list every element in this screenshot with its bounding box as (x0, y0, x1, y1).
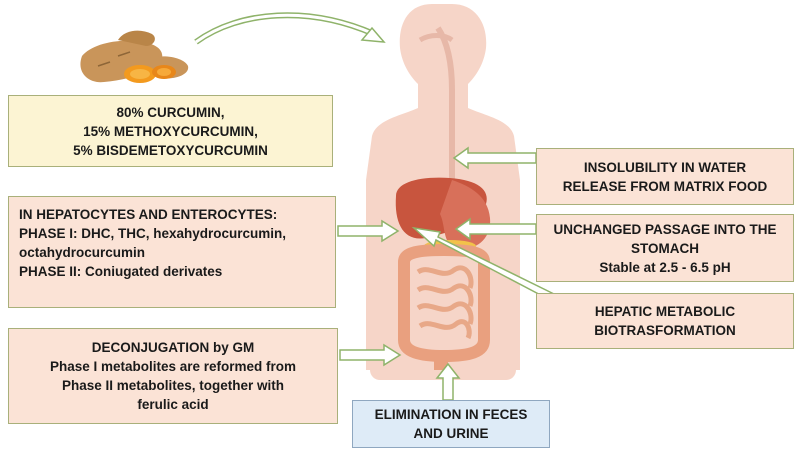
small-intestine (416, 265, 474, 340)
stomach-line-1: UNCHANGED PASSAGE INTO THE (553, 221, 777, 237)
deconjugation-arrow (339, 343, 402, 367)
deconjugation-line-1: DECONJUGATION by GM (91, 340, 255, 355)
composition-box: 80% CURCUMIN, 15% METHOXYCURCUMIN, 5% BI… (8, 95, 333, 167)
stomach-arrow (454, 217, 537, 241)
stomach-line-3: Stable at 2.5 - 6.5 pH (599, 259, 731, 275)
hepatic-arrow (411, 226, 556, 301)
hepatocytes-box: IN HEPATOCYTES AND ENTEROCYTES: PHASE I:… (8, 196, 336, 308)
deconjugation-line-4: ferulic acid (137, 397, 209, 412)
elimination-line-1: ELIMINATION IN FECES (374, 407, 528, 422)
human-digestive-system-icon (366, 4, 520, 380)
insolubility-line-2: RELEASE FROM MATRIX FOOD (562, 178, 768, 194)
ingestion-arrow (194, 12, 386, 45)
hepatocytes-line-2: PHASE I: DHC, THC, hexahydrocurcumin, (19, 226, 287, 241)
stomach-box: UNCHANGED PASSAGE INTO THE STOMACH Stabl… (536, 214, 794, 282)
deconjugation-box: DECONJUGATION by GM Phase I metabolites … (8, 328, 338, 424)
composition-line-1: 80% CURCUMIN, (116, 104, 225, 120)
hepatocytes-arrow (337, 219, 400, 243)
deconjugation-line-3: Phase II metabolites, together with (61, 378, 285, 393)
composition-line-2: 15% METHOXYCURCUMIN, (83, 123, 258, 139)
insolubility-line-1: INSOLUBILITY IN WATER (583, 159, 747, 175)
stomach-line-2: STOMACH (630, 240, 699, 256)
hepatocytes-line-4: PHASE II: Coniugated derivates (19, 264, 223, 279)
rectum (434, 352, 448, 370)
insolubility-arrow (452, 146, 537, 170)
esophagus (435, 26, 455, 180)
hepatocytes-line-3: octahydrocurcumin (19, 245, 146, 260)
hepatic-line-1: HEPATIC METABOLIC (594, 304, 736, 319)
large-intestine (398, 243, 490, 363)
hepatocytes-line-1: IN HEPATOCYTES AND ENTEROCYTES: (19, 207, 278, 222)
hepatic-box: HEPATIC METABOLIC BIOTRASFORMATION (536, 293, 794, 349)
composition-line-3: 5% BISDEMETOXYCURCUMIN (73, 142, 268, 158)
insolubility-box: INSOLUBILITY IN WATER RELEASE FROM MATRI… (536, 148, 794, 205)
turmeric-root-icon (80, 30, 189, 83)
deconjugation-line-2: Phase I metabolites are reformed from (49, 359, 297, 374)
elimination-box: ELIMINATION IN FECES AND URINE (352, 400, 550, 448)
elimination-arrow (435, 362, 461, 401)
elimination-line-2: AND URINE (413, 426, 489, 441)
hepatic-line-2: BIOTRASFORMATION (594, 323, 736, 338)
